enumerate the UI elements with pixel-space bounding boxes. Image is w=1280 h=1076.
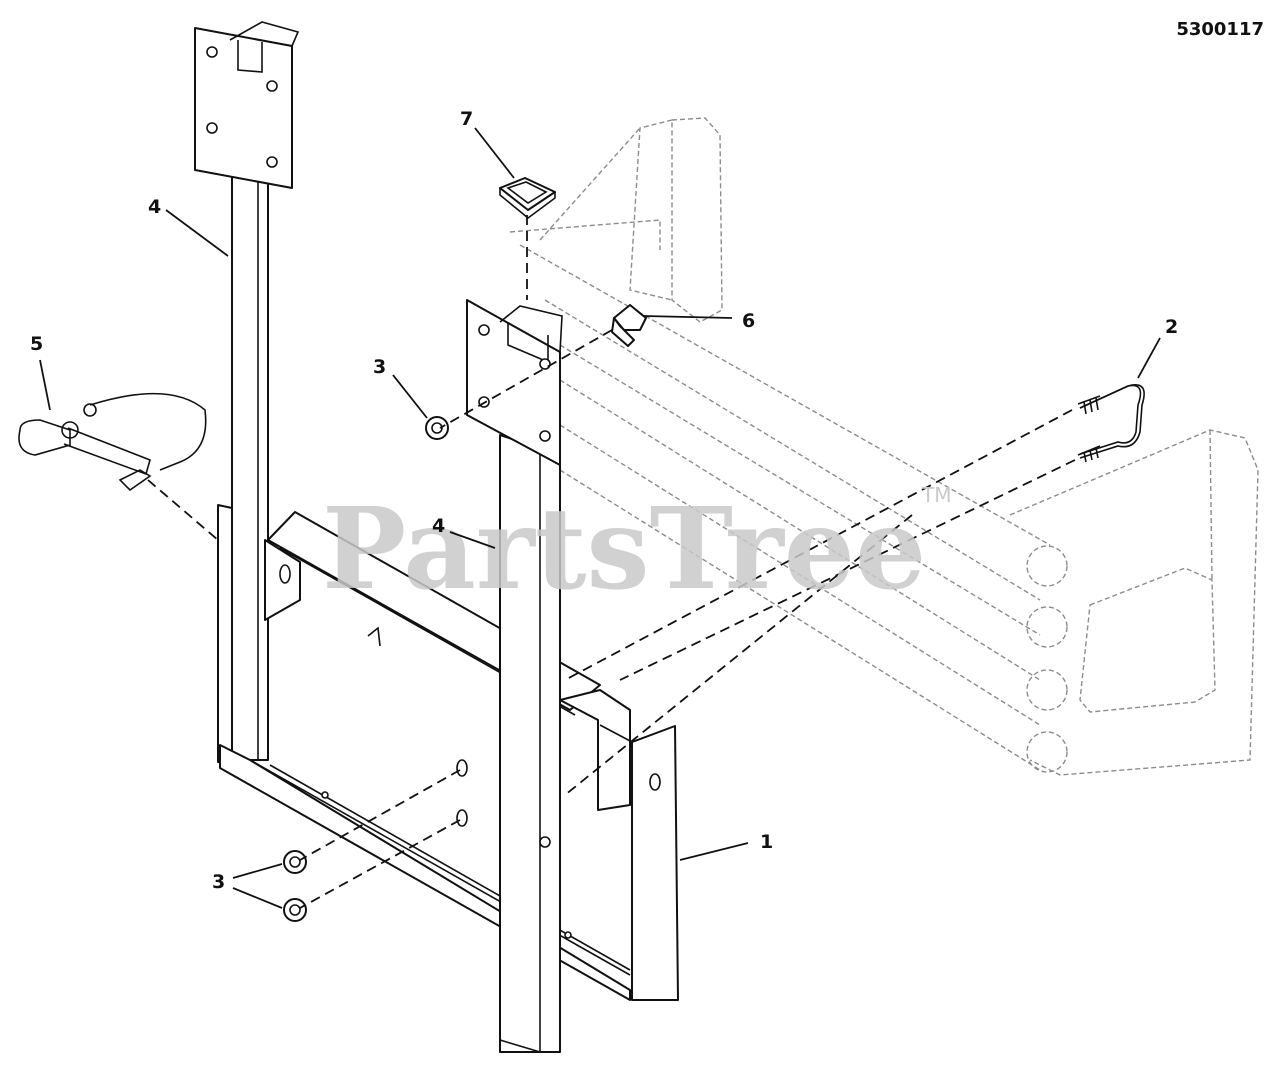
flange-nut-bottom-2 [283, 898, 307, 922]
callout-3-bottom: 3 [212, 871, 225, 893]
callout-3-top: 3 [373, 356, 386, 378]
callout-5: 5 [30, 333, 43, 355]
watermark-text: PartsTree [322, 484, 926, 615]
callout-leaders [39, 127, 1161, 909]
callout-4-left: 4 [148, 196, 161, 218]
callout-2: 2 [1165, 316, 1178, 338]
document-number: 5300117 [1176, 19, 1264, 40]
assembly-lines [147, 215, 1076, 909]
flange-nut-top [425, 416, 449, 440]
u-bolt [1077, 384, 1145, 463]
tube-cap [499, 177, 556, 220]
callout-1: 1 [760, 831, 773, 853]
callout-7: 7 [460, 108, 473, 130]
tractor-frame-phantom [509, 117, 1259, 776]
watermark-trademark: TM [921, 483, 951, 507]
callout-4-center: 4 [432, 515, 445, 537]
upright-tube-center [466, 299, 563, 1053]
callout-6: 6 [742, 310, 755, 332]
hitch-pin [18, 392, 207, 492]
flange-nut-bottom-1 [283, 850, 307, 874]
bolt [611, 304, 647, 347]
upright-tube-left [194, 21, 300, 761]
